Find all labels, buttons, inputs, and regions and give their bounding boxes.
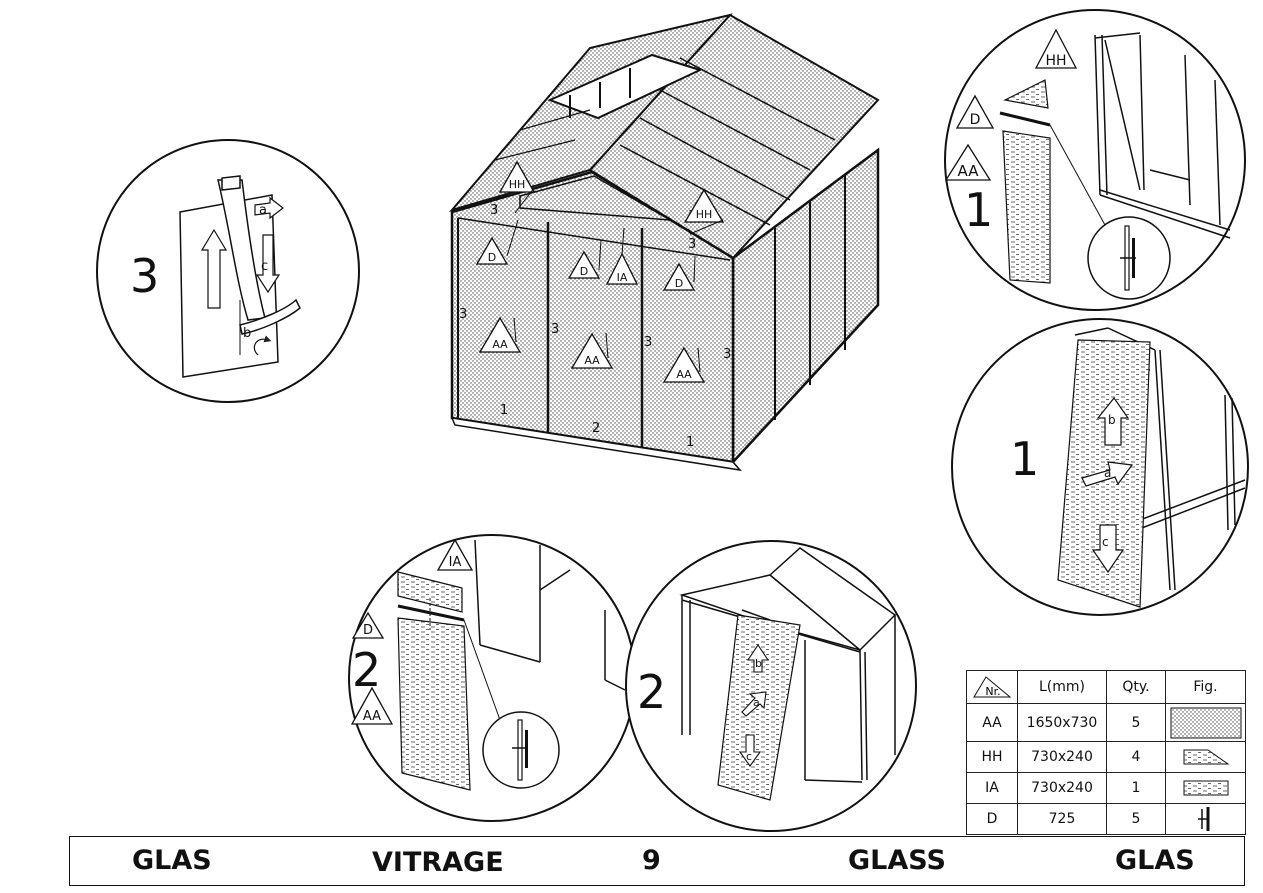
dotted-panel-icon	[1170, 707, 1241, 738]
part-marker-d	[567, 250, 601, 279]
table-cell-nr: D	[966, 803, 1018, 835]
part-code-label-hh: HH	[1045, 53, 1066, 69]
table-cell-fig	[1165, 741, 1246, 773]
svg-text:AA: AA	[492, 338, 508, 351]
footer-label-vitrage: VITRAGE	[372, 847, 504, 878]
frame-number-label: 2	[592, 421, 600, 436]
arrow-letter-c: c	[746, 750, 752, 763]
svg-text:D: D	[580, 265, 588, 278]
table-cell-length: 1650x730	[1017, 703, 1107, 742]
footer-label-glas-left: GLAS	[132, 845, 212, 876]
part-marker-d	[475, 236, 509, 265]
svg-text:D: D	[675, 277, 683, 290]
table-cell-qty: 5	[1106, 803, 1166, 835]
svg-text:HH: HH	[509, 178, 526, 191]
svg-text:IA: IA	[617, 271, 628, 284]
frame-number-label: 3	[490, 203, 498, 218]
frame-number-label: 1	[500, 403, 508, 418]
table-cell-qty: 1	[1106, 772, 1166, 804]
detail-circle-step1-install	[951, 318, 1249, 616]
table-cell-nr: HH	[966, 741, 1018, 773]
part-code-label-d: D	[363, 623, 373, 638]
frame-number-label: 3	[644, 335, 652, 350]
part-marker-aa	[478, 316, 522, 353]
table-row: D 725 5	[966, 803, 1246, 835]
arrow-letter-c: c	[1102, 535, 1109, 549]
svg-text:AA: AA	[584, 354, 600, 367]
part-marker-ia	[605, 252, 639, 285]
svg-text:AA: AA	[676, 368, 692, 381]
frame-number-label: 3	[551, 322, 559, 337]
table-header-length: L(mm)	[1017, 670, 1107, 704]
small-panel-icon	[1183, 780, 1228, 796]
arrow-letter-a: a	[753, 696, 760, 709]
table-cell-fig	[1165, 803, 1246, 835]
footer-label-glas-right: GLAS	[1115, 845, 1195, 876]
table-row: IA 730x240 1	[966, 772, 1246, 804]
step-number-3: 3	[130, 249, 159, 303]
table-cell-length: 725	[1017, 803, 1107, 835]
step-number-2-install: 2	[637, 665, 666, 719]
table-header-fig: Fig.	[1165, 670, 1246, 704]
part-code-label-aa: AA	[363, 709, 381, 724]
part-code-label-ia: IA	[449, 555, 462, 570]
step-number-1-detail: 1	[1010, 432, 1039, 486]
part-code-label-d: D	[970, 112, 981, 128]
part-marker-aa	[662, 346, 706, 383]
footer-bar: GLAS VITRAGE 9 GLASS GLAS	[69, 836, 1245, 886]
part-marker-d	[662, 262, 696, 291]
table-row: AA 1650x730 5	[966, 703, 1246, 742]
svg-text:Nr.: Nr.	[985, 685, 1000, 698]
arrow-letter-a: a	[1104, 466, 1111, 480]
table-cell-qty: 5	[1106, 703, 1166, 742]
table-cell-nr: AA	[966, 703, 1018, 742]
table-header-qty: Qty.	[1106, 670, 1166, 704]
svg-text:D: D	[488, 251, 496, 264]
table-cell-qty: 4	[1106, 741, 1166, 773]
arrow-letter-b: b	[243, 326, 251, 341]
detail-circle-step2-parts	[348, 534, 636, 822]
part-marker-aa	[570, 332, 614, 369]
trapezoid-panel-icon	[1183, 749, 1230, 765]
table-cell-length: 730x240	[1017, 772, 1107, 804]
table-cell-fig	[1165, 772, 1246, 804]
arrow-letter-a: a	[259, 203, 267, 218]
footer-label-glass: GLASS	[848, 845, 946, 876]
leader-lines	[506, 187, 724, 373]
table-cell-nr: IA	[966, 772, 1018, 804]
greenhouse-main-view	[449, 13, 880, 472]
detail-circle-step2-install	[625, 540, 917, 832]
detail-circle-step1-parts	[944, 9, 1246, 311]
part-code-label-aa: AA	[958, 162, 980, 180]
frame-number-label: 3	[688, 237, 696, 252]
frame-number-label: 3	[459, 307, 467, 322]
main-view-part-markers	[475, 160, 725, 383]
part-marker-hh	[683, 188, 725, 223]
frame-number-label: 3	[723, 347, 731, 362]
arrow-letter-b: b	[755, 657, 762, 670]
frame-number-label: 1	[686, 435, 694, 450]
footer-page-number: 9	[642, 845, 661, 876]
table-header-row: Nr. L(mm) Qty. Fig.	[966, 670, 1246, 704]
h-profile-icon	[1197, 807, 1209, 831]
step-number-2: 2	[352, 643, 381, 697]
table-cell-length: 730x240	[1017, 741, 1107, 773]
main-view-part-marker-labels: HH HH D D IA D AA AA AA	[488, 178, 713, 381]
parts-table: Nr. L(mm) Qty. Fig. AA 1650x730 5 HH 730…	[966, 670, 1246, 835]
arrow-letter-b: b	[1108, 413, 1116, 427]
table-row: HH 730x240 4	[966, 741, 1246, 773]
table-header-nr: Nr.	[966, 670, 1018, 704]
svg-text:HH: HH	[696, 208, 713, 221]
triangle-marker-icon: Nr.	[973, 676, 1012, 698]
step-number-1: 1	[964, 183, 993, 237]
table-cell-fig	[1165, 703, 1246, 742]
part-marker-hh	[498, 160, 536, 193]
arrow-letter-c: c	[261, 259, 268, 274]
detail-circle-step3	[96, 139, 360, 403]
